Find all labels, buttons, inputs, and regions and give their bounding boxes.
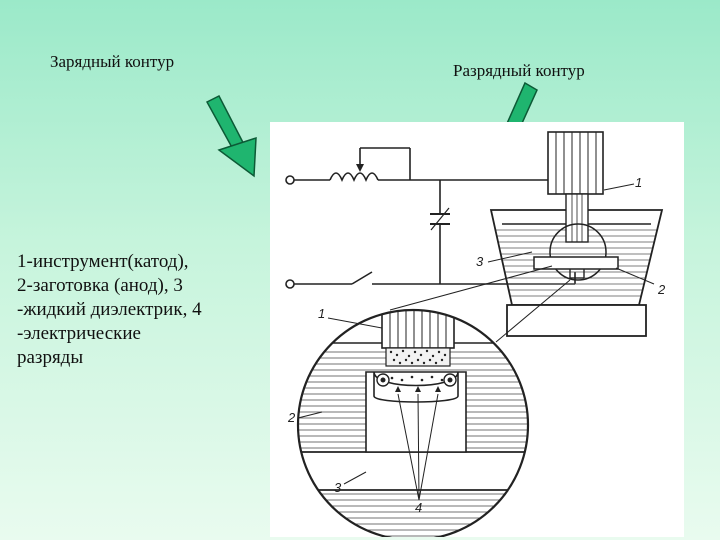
legend-line: 2-заготовка (анод), 3 bbox=[17, 275, 183, 296]
inductor-tap-arrow-icon bbox=[356, 164, 364, 172]
tool-electrode bbox=[547, 131, 604, 243]
inductor-icon bbox=[329, 172, 379, 183]
terminal-icon bbox=[285, 175, 295, 185]
label-2-top: 2 bbox=[657, 282, 666, 297]
magnified-detail bbox=[296, 308, 530, 537]
charge-circuit-title: Зарядный контур bbox=[50, 52, 175, 71]
capacitor-icon bbox=[430, 207, 450, 231]
legend-line: -жидкий диэлектрик, 4 bbox=[17, 299, 202, 320]
legend-line: -электрические bbox=[17, 323, 141, 344]
label-1-top: 1 bbox=[635, 175, 642, 190]
discharge-circuit-title: Разрядный контур bbox=[453, 61, 585, 80]
edm-schematic: 1 3 2 bbox=[270, 122, 684, 537]
terminal-icon bbox=[285, 279, 295, 289]
magnify-circle bbox=[549, 223, 607, 281]
label-2-zoom: 2 bbox=[287, 410, 296, 425]
machine-table bbox=[506, 304, 647, 337]
legend-line: разряды bbox=[17, 347, 84, 368]
circuit-wires bbox=[294, 147, 576, 285]
tool-zoom bbox=[381, 310, 455, 367]
switch-icon bbox=[351, 271, 373, 285]
label-3-top: 3 bbox=[476, 254, 484, 269]
legend-line: 1-инструмент(катод), bbox=[17, 251, 189, 272]
workpiece-small bbox=[533, 256, 619, 270]
charge-arrow-icon bbox=[205, 94, 257, 178]
spark-arrow-icon bbox=[415, 386, 421, 392]
label-3-zoom: 3 bbox=[334, 480, 342, 495]
legend: 1-инструмент(катод), 2-заготовка (анод),… bbox=[17, 250, 267, 370]
label-4-zoom: 4 bbox=[415, 500, 422, 515]
particles bbox=[389, 349, 447, 382]
cavity-bottom bbox=[373, 371, 459, 403]
spark-arrow-icon bbox=[435, 386, 441, 392]
discharge-leaders bbox=[397, 393, 439, 501]
label-1-zoom: 1 bbox=[318, 306, 325, 321]
spark-arrow-icon bbox=[395, 386, 401, 392]
